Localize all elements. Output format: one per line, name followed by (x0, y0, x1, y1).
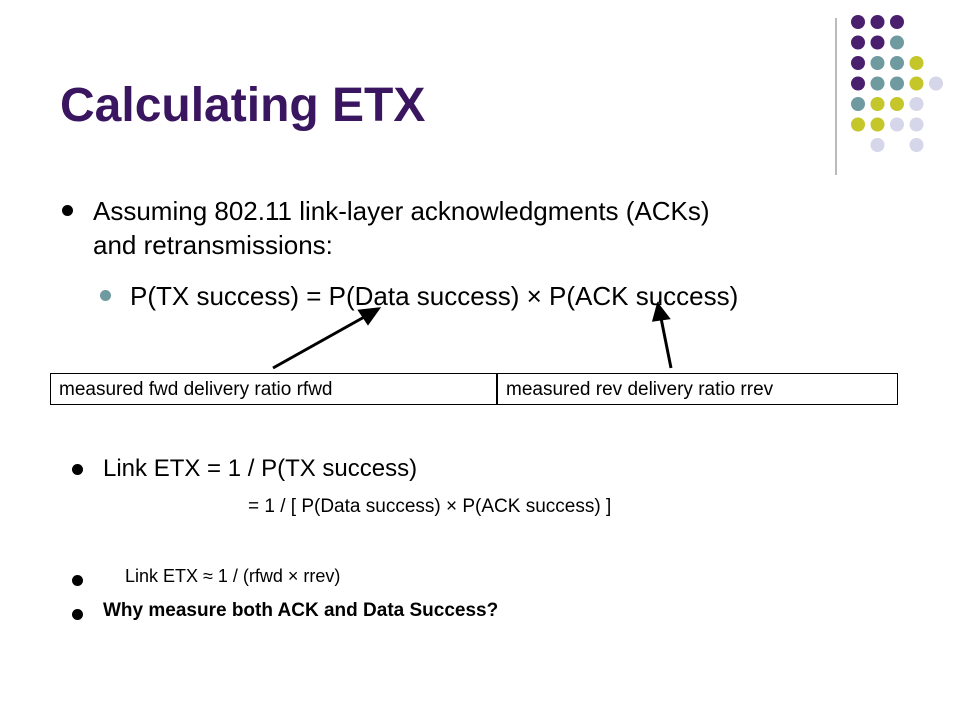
bullet-1-line-1: Assuming 802.11 link-layer acknowledgmen… (93, 196, 710, 226)
sub-bullet-formula: P(TX success) = P(Data success) × P(ACK … (130, 281, 739, 311)
decor-dot (929, 76, 943, 91)
decor-dot (890, 76, 904, 91)
fwd-arrowhead (357, 307, 382, 326)
decor-dot (870, 76, 885, 91)
decor-dot (909, 138, 924, 152)
decor-dot (909, 76, 924, 91)
decor-dot (870, 15, 885, 29)
decor-dot (890, 56, 904, 70)
decor-dot (851, 76, 865, 91)
decor-dot (870, 56, 885, 70)
dot-grid-decoration (851, 15, 943, 152)
bullet-dot (72, 464, 83, 475)
callout-arrows (272, 301, 673, 370)
bullet-dot (62, 205, 73, 216)
bullet-2-continuation: = 1 / [ P(Data success) × P(ACK success)… (248, 496, 612, 517)
decor-dot (870, 35, 885, 50)
callout-fwd-delivery: measured fwd delivery ratio rfwd (50, 373, 497, 405)
bullet-2-text: Link ETX = 1 / P(TX success) (103, 455, 418, 482)
slide-title: Calculating ETX (60, 79, 426, 132)
decor-dot (890, 35, 904, 50)
rev-arrow-line (659, 317, 673, 369)
decor-dot (909, 117, 924, 132)
bullet-1-line-2: and retransmissions: (93, 230, 333, 260)
decor-dot (870, 97, 885, 111)
decor-dot (909, 56, 924, 70)
decor-dot (890, 117, 904, 132)
callout-rev-delivery: measured rev delivery ratio rrev (497, 373, 898, 405)
bullet-dot (72, 575, 83, 586)
decor-dot (851, 117, 865, 132)
bullet-4-text: Why measure both ACK and Data Success? (103, 600, 499, 621)
decor-dot (870, 117, 885, 132)
decor-dot (890, 97, 904, 111)
decor-dot (870, 138, 885, 152)
rev-arrowhead (651, 301, 671, 322)
bullet-3-text: Link ETX ≈ 1 / (rfwd × rrev) (125, 566, 341, 586)
sub-bullet-dot (100, 290, 111, 301)
decor-dot (851, 15, 865, 29)
decor-dot (851, 35, 865, 50)
decor-dot (890, 15, 904, 29)
decor-dot (851, 56, 865, 70)
decor-dot (851, 97, 865, 111)
decor-dot (909, 97, 924, 111)
bullet-dot (72, 609, 83, 620)
fwd-arrow-line (272, 314, 367, 370)
